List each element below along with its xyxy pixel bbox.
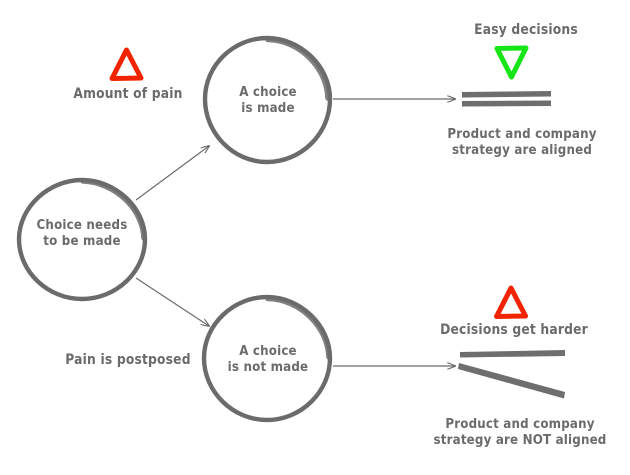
triangle-down-green-icon bbox=[494, 45, 529, 80]
triangle-up-red-icon bbox=[109, 47, 144, 81]
triangle-up-red-icon-2 bbox=[494, 285, 528, 319]
node-circle-choice-made[interactable] bbox=[202, 35, 333, 165]
arrow-needed-to-not-made bbox=[135, 277, 209, 326]
node-circle-choice-needed[interactable] bbox=[16, 177, 148, 302]
arrow-needed-to-made bbox=[135, 146, 209, 201]
node-circle-choice-not-made[interactable] bbox=[201, 294, 333, 423]
parallel-bars-icon bbox=[462, 91, 551, 107]
diverging-bars-icon bbox=[458, 350, 565, 399]
